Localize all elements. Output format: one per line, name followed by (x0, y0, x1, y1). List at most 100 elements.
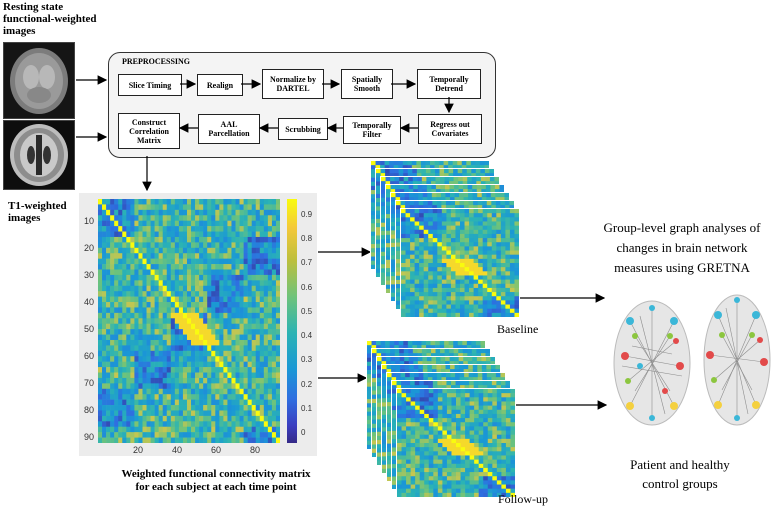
matrix-cell (376, 173, 381, 178)
matrix-cell (412, 173, 418, 178)
matrix-cell (174, 258, 180, 265)
matrix-cell (170, 318, 176, 325)
matrix-cell (489, 177, 495, 182)
matrix-cell (215, 307, 220, 314)
matrix-cell (271, 432, 277, 438)
matrix-cell (146, 334, 151, 341)
matrix-cell (150, 437, 155, 443)
matrix-cell (449, 185, 455, 190)
matrix-cell (102, 432, 107, 438)
matrix-cell (134, 204, 139, 211)
matrix-cell (130, 388, 135, 395)
matrix-cell (275, 231, 280, 238)
matrix-cell (126, 285, 131, 292)
matrix-cell (174, 339, 180, 346)
matrix-cell (170, 421, 176, 428)
matrix-cell (439, 169, 445, 174)
matrix-cell (162, 236, 168, 243)
matrix-cell (195, 226, 200, 232)
matrix-cell (195, 377, 200, 384)
matrix-cell (231, 280, 236, 287)
matrix-cell (122, 350, 127, 357)
matrix-cell (207, 215, 212, 221)
matrix-cell (114, 285, 119, 292)
matrix-cell (102, 220, 107, 227)
matrix-cell (211, 339, 216, 346)
matrix-cell (259, 307, 265, 314)
matrix-cell (178, 220, 184, 227)
matrix-cell (239, 377, 244, 384)
matrix-cell (195, 291, 200, 297)
matrix-cell (390, 185, 396, 190)
matrix-cell (162, 209, 168, 216)
matrix-cell (146, 437, 151, 443)
matrix-cell (263, 421, 269, 428)
matrix-cell (138, 253, 143, 259)
matrix-cell (199, 280, 204, 287)
matrix-cell (391, 213, 396, 219)
matrix-cell (386, 226, 391, 231)
matrix-cell (231, 209, 236, 216)
matrix-cell (199, 209, 204, 216)
colorbar-tick-0.1: 0.1 (301, 404, 313, 413)
matrix-cell (170, 215, 176, 221)
matrix-cell (243, 199, 248, 205)
matrix-cell (227, 345, 232, 352)
matrix-cell (207, 285, 212, 292)
matrix-cell (158, 426, 164, 433)
matrix-cell (106, 269, 111, 276)
matrix-cell (146, 285, 151, 292)
matrix-cell (271, 264, 277, 270)
matrix-cell (158, 236, 164, 243)
matrix-cell (150, 334, 155, 341)
matrix-cell (182, 405, 188, 411)
matrix-cell (142, 318, 147, 325)
matrix-cell (170, 383, 176, 390)
matrix-cell (259, 405, 265, 411)
matrix-cell (142, 274, 147, 281)
matrix-cell (110, 209, 115, 216)
matrix-cell (255, 339, 261, 346)
matrix-cell (404, 189, 409, 194)
matrix-cell (130, 437, 135, 443)
matrix-cell (466, 165, 472, 170)
matrix-cell (118, 236, 123, 243)
matrix-cell (203, 274, 208, 281)
matrix-cell (166, 432, 172, 438)
matrix-cell (122, 204, 127, 211)
matrix-cell (166, 236, 172, 243)
matrix-cell (122, 220, 127, 227)
matrix-cell (130, 405, 135, 411)
matrix-cell (134, 437, 139, 443)
matrix-cell (134, 432, 139, 438)
matrix-cell (235, 329, 240, 335)
matrix-cell (170, 437, 176, 443)
matrix-cell (110, 226, 115, 232)
y-tick-80: 80 (84, 405, 95, 415)
matrix-cell (166, 215, 172, 221)
matrix-cell (186, 372, 192, 379)
matrix-cell (376, 193, 381, 199)
matrix-cell (227, 280, 232, 287)
matrix-cell (215, 383, 220, 390)
matrix-cell (130, 350, 135, 357)
matrix-cell (247, 209, 252, 216)
matrix-cell (114, 394, 119, 400)
matrix-cell (267, 394, 273, 400)
matrix-cell (174, 432, 180, 438)
matrix-cell (376, 169, 381, 174)
matrix-cell (381, 251, 386, 257)
matrix-cell (146, 318, 151, 325)
matrix-cell (275, 280, 280, 287)
y-tick-10: 10 (84, 216, 95, 226)
matrix-cell (235, 258, 240, 265)
matrix-cell (259, 247, 265, 254)
matrix-cell (231, 377, 236, 384)
matrix-cell (106, 410, 111, 417)
matrix-cell (158, 204, 164, 211)
matrix-cell (219, 318, 224, 325)
matrix-cell (275, 350, 280, 357)
matrix-cell (376, 264, 381, 269)
matrix-cell (255, 350, 261, 357)
matrix-cell (166, 372, 172, 379)
